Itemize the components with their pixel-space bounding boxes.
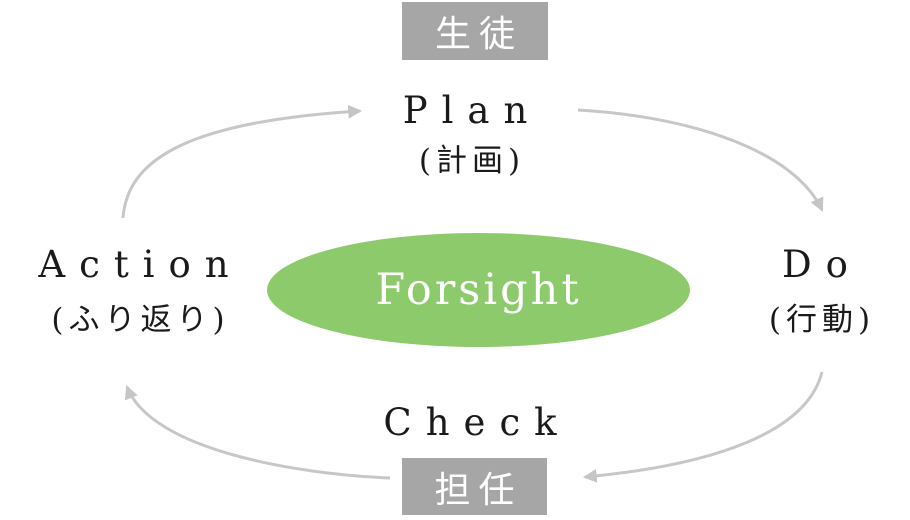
student-box-label: 生徒 (434, 14, 523, 55)
arrow-do-to-teacher (582, 371, 824, 483)
teacher-box: 担任 (402, 458, 547, 515)
stage-plan-sublabel: (計画) (418, 143, 526, 179)
foresight-label: Forsight (375, 265, 582, 315)
stage-do-sublabel: (行動) (768, 302, 876, 338)
arrow-plan-to-do (577, 108, 824, 212)
stage-plan-label: Plan (402, 89, 542, 132)
arrow-teacher-to-action (124, 385, 391, 480)
stage-action-label: Action (38, 243, 243, 286)
stage-do-label: Do (782, 243, 862, 286)
foresight-ellipse: Forsight (267, 233, 690, 347)
stage-action-sublabel: (ふり返り) (51, 302, 230, 338)
teacher-box-label: 担任 (434, 469, 523, 511)
stage-check-label: Check (383, 401, 571, 444)
student-box: 生徒 (402, 2, 548, 60)
arrow-action-to-plan (121, 104, 363, 219)
